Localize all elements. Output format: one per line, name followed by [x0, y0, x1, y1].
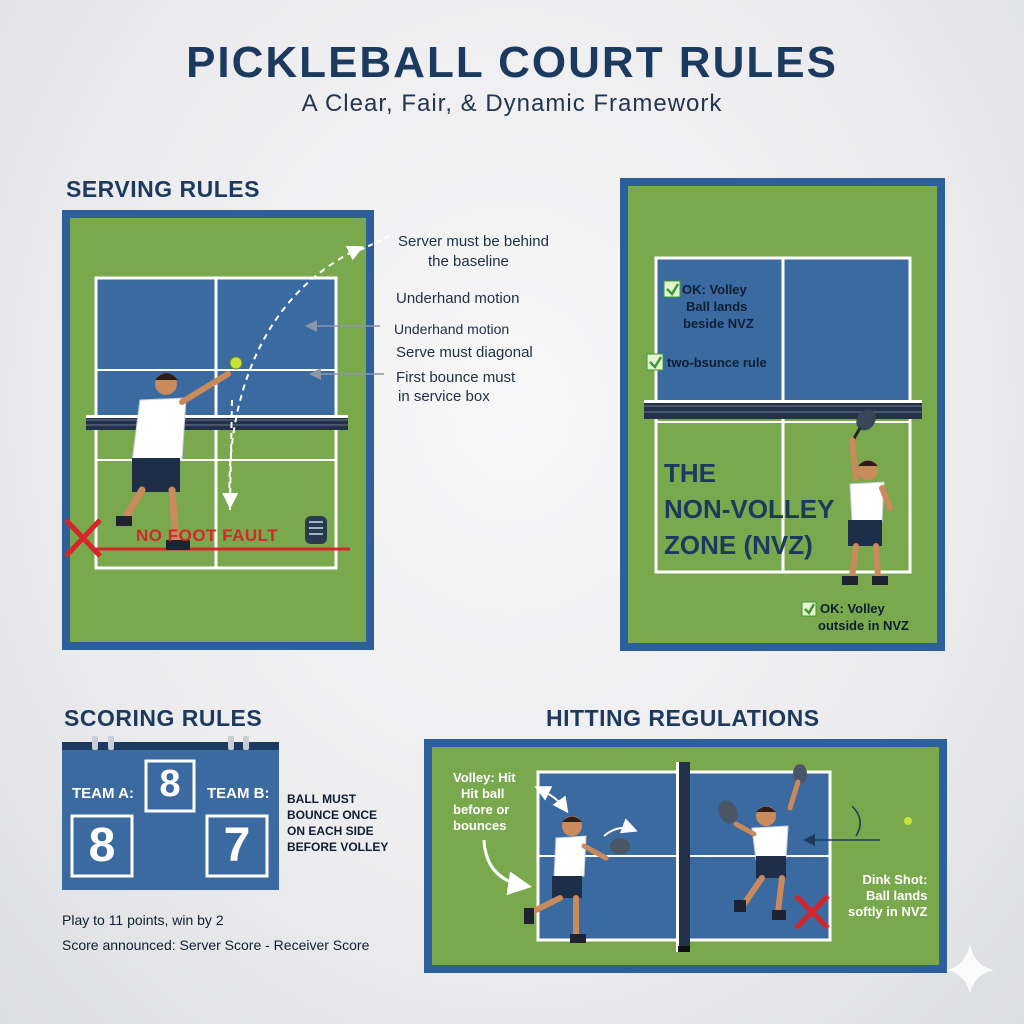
- bounce-note-line: BOUNCE ONCE: [287, 808, 378, 822]
- nvz-ok-label-1: OK: Volley: [682, 282, 747, 297]
- ball-icon: [229, 356, 243, 370]
- server-player-icon: [116, 371, 231, 550]
- serve-annotation-diagonal: Serve must diagonal: [396, 344, 533, 361]
- volley-note-line: bounces: [453, 818, 507, 833]
- dink-note-line: Ball lands: [866, 888, 928, 903]
- volley-note: Volley: Hit Hit ball before or bounces: [453, 770, 516, 834]
- dink-note: Dink Shot: Ball lands softly in NVZ: [848, 872, 927, 920]
- bounce-note-line: BALL MUST: [287, 792, 357, 806]
- serve-annotation-baseline-1: Server must be behind: [398, 233, 549, 250]
- right-player-icon: [718, 764, 807, 920]
- foot-fault-label: NO FOOT FAULT: [136, 526, 279, 545]
- team-a-score: 8: [88, 819, 116, 872]
- scoring-heading: SCORING RULES: [64, 705, 263, 731]
- serve-annotation-baseline-2: the baseline: [428, 253, 509, 270]
- nvz-zone-line-1: THE: [664, 458, 716, 488]
- serve-annotation-bounce-2: in service box: [398, 388, 490, 405]
- serve-annotation-underhand-2: Underhand motion: [394, 321, 510, 337]
- nvz-ok-label-2: Ball lands: [686, 299, 748, 314]
- fault-x-icon: [64, 518, 102, 558]
- two-bounce-label: two-bsunce rule: [667, 355, 767, 370]
- hitting-heading: HITTING REGULATIONS: [546, 705, 820, 731]
- team-b-label: TEAM B:: [207, 785, 270, 802]
- dink-note-line: softly in NVZ: [848, 904, 928, 919]
- team-a-label: TEAM A:: [72, 785, 134, 802]
- nvz-ok-label-3: beside NVZ: [683, 316, 754, 331]
- nvz-court: [620, 178, 945, 651]
- volley-note-line: Volley: Hit: [453, 770, 516, 785]
- team-b-score: 7: [223, 819, 251, 872]
- nvz-zone-line-2: NON-VOLLEY: [664, 494, 835, 524]
- volley-note-line: before or: [453, 802, 510, 817]
- serve-annotation-underhand-1: Underhand motion: [396, 290, 520, 307]
- serve-annotation-bounce-1: First bounce must: [396, 369, 516, 386]
- left-player-icon: [524, 816, 630, 943]
- bounce-note-line: ON EACH SIDE: [287, 824, 374, 838]
- nvz-zone-line-3: ZONE (NVZ): [664, 530, 813, 560]
- page-subtitle: A Clear, Fair, & Dynamic Framework: [301, 90, 723, 117]
- scoring-rule-1: Play to 11 points, win by 2: [62, 912, 224, 928]
- page-title: PICKLEBALL COURT RULES: [186, 38, 838, 87]
- volley-player-icon: [842, 409, 893, 585]
- check-icon: [666, 283, 680, 297]
- hitting-court: [424, 739, 947, 973]
- nvz-outside-label-2: outside in NVZ: [818, 618, 909, 633]
- fault-x-icon: [794, 894, 830, 930]
- check-icon: [804, 603, 816, 616]
- scoring-rule-2: Score announced: Server Score - Receiver…: [62, 937, 370, 953]
- nvz-zone-title: THE NON-VOLLEY ZONE (NVZ): [664, 455, 834, 563]
- volley-note-line: Hit ball: [461, 786, 505, 801]
- center-score: 8: [159, 763, 181, 805]
- bounce-note-line: BEFORE VOLLEY: [287, 840, 389, 854]
- scoreboard: [62, 736, 279, 890]
- nvz-outside-label-1: OK: Volley: [820, 601, 885, 616]
- serving-court: [62, 210, 374, 650]
- dink-note-line: Dink Shot:: [862, 872, 928, 887]
- check-icon: [649, 356, 663, 370]
- sparkle-icon: [946, 944, 994, 994]
- serving-heading: SERVING RULES: [66, 176, 260, 202]
- bounce-note: BALL MUST BOUNCE ONCE ON EACH SIDE BEFOR…: [287, 791, 388, 855]
- shoe-icon: [305, 516, 327, 544]
